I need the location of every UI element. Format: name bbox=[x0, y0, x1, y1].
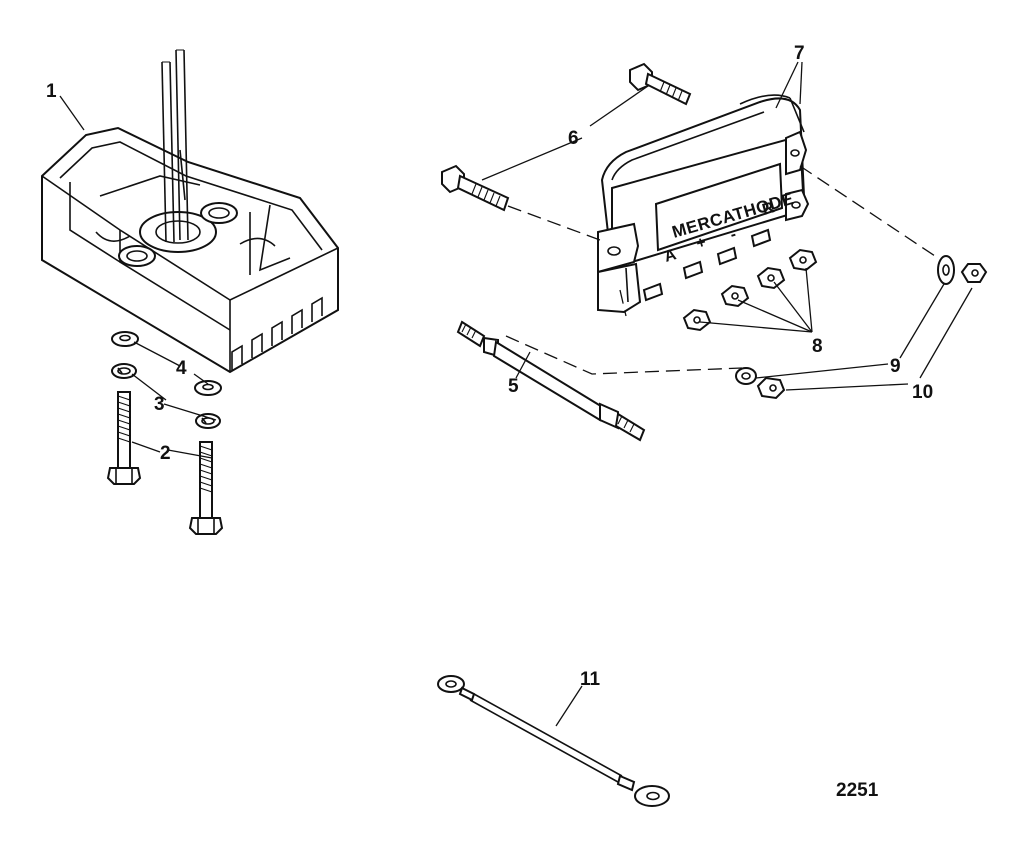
flat-washer-left bbox=[111, 331, 139, 347]
callout-3: 3 bbox=[154, 394, 165, 415]
mercathode-controller: MERCATHODE A + - R bbox=[597, 94, 810, 314]
nut-10-lower bbox=[756, 376, 786, 400]
washer-9-lower bbox=[735, 367, 757, 385]
callout-7: 7 bbox=[794, 43, 805, 64]
terminal-a-label: A bbox=[662, 246, 678, 266]
callout-10: 10 bbox=[912, 382, 933, 403]
alignment-lines bbox=[505, 165, 939, 375]
terminal-minus-label: - bbox=[728, 226, 738, 244]
callout-1: 1 bbox=[46, 81, 57, 102]
threaded-stud bbox=[456, 320, 646, 442]
nut-10-upper bbox=[960, 263, 988, 283]
lock-washer-left bbox=[111, 363, 137, 379]
leader-lines bbox=[59, 61, 973, 727]
callout-8: 8 bbox=[812, 336, 823, 357]
callout-5: 5 bbox=[508, 376, 519, 397]
flat-washer-right bbox=[194, 380, 222, 396]
callout-4: 4 bbox=[176, 358, 187, 379]
screw-right bbox=[188, 441, 224, 535]
washer-9-upper bbox=[937, 255, 955, 285]
screw-left bbox=[106, 391, 142, 485]
callout-9: 9 bbox=[890, 356, 901, 377]
lock-washer-right bbox=[195, 413, 221, 429]
terminal-plus-label: + bbox=[694, 234, 708, 253]
callout-11: 11 bbox=[580, 669, 601, 690]
terminal-r-label: R bbox=[760, 199, 776, 219]
bolt-lower bbox=[441, 164, 510, 212]
ground-strap bbox=[437, 675, 670, 807]
anode-bracket bbox=[41, 49, 339, 374]
callout-2: 2 bbox=[160, 443, 171, 464]
hex-nuts-set bbox=[682, 248, 818, 332]
bolt-upper bbox=[629, 62, 692, 106]
figure-number: 2251 bbox=[836, 780, 879, 801]
callout-6: 6 bbox=[568, 128, 579, 149]
terminal-studs bbox=[642, 228, 772, 302]
